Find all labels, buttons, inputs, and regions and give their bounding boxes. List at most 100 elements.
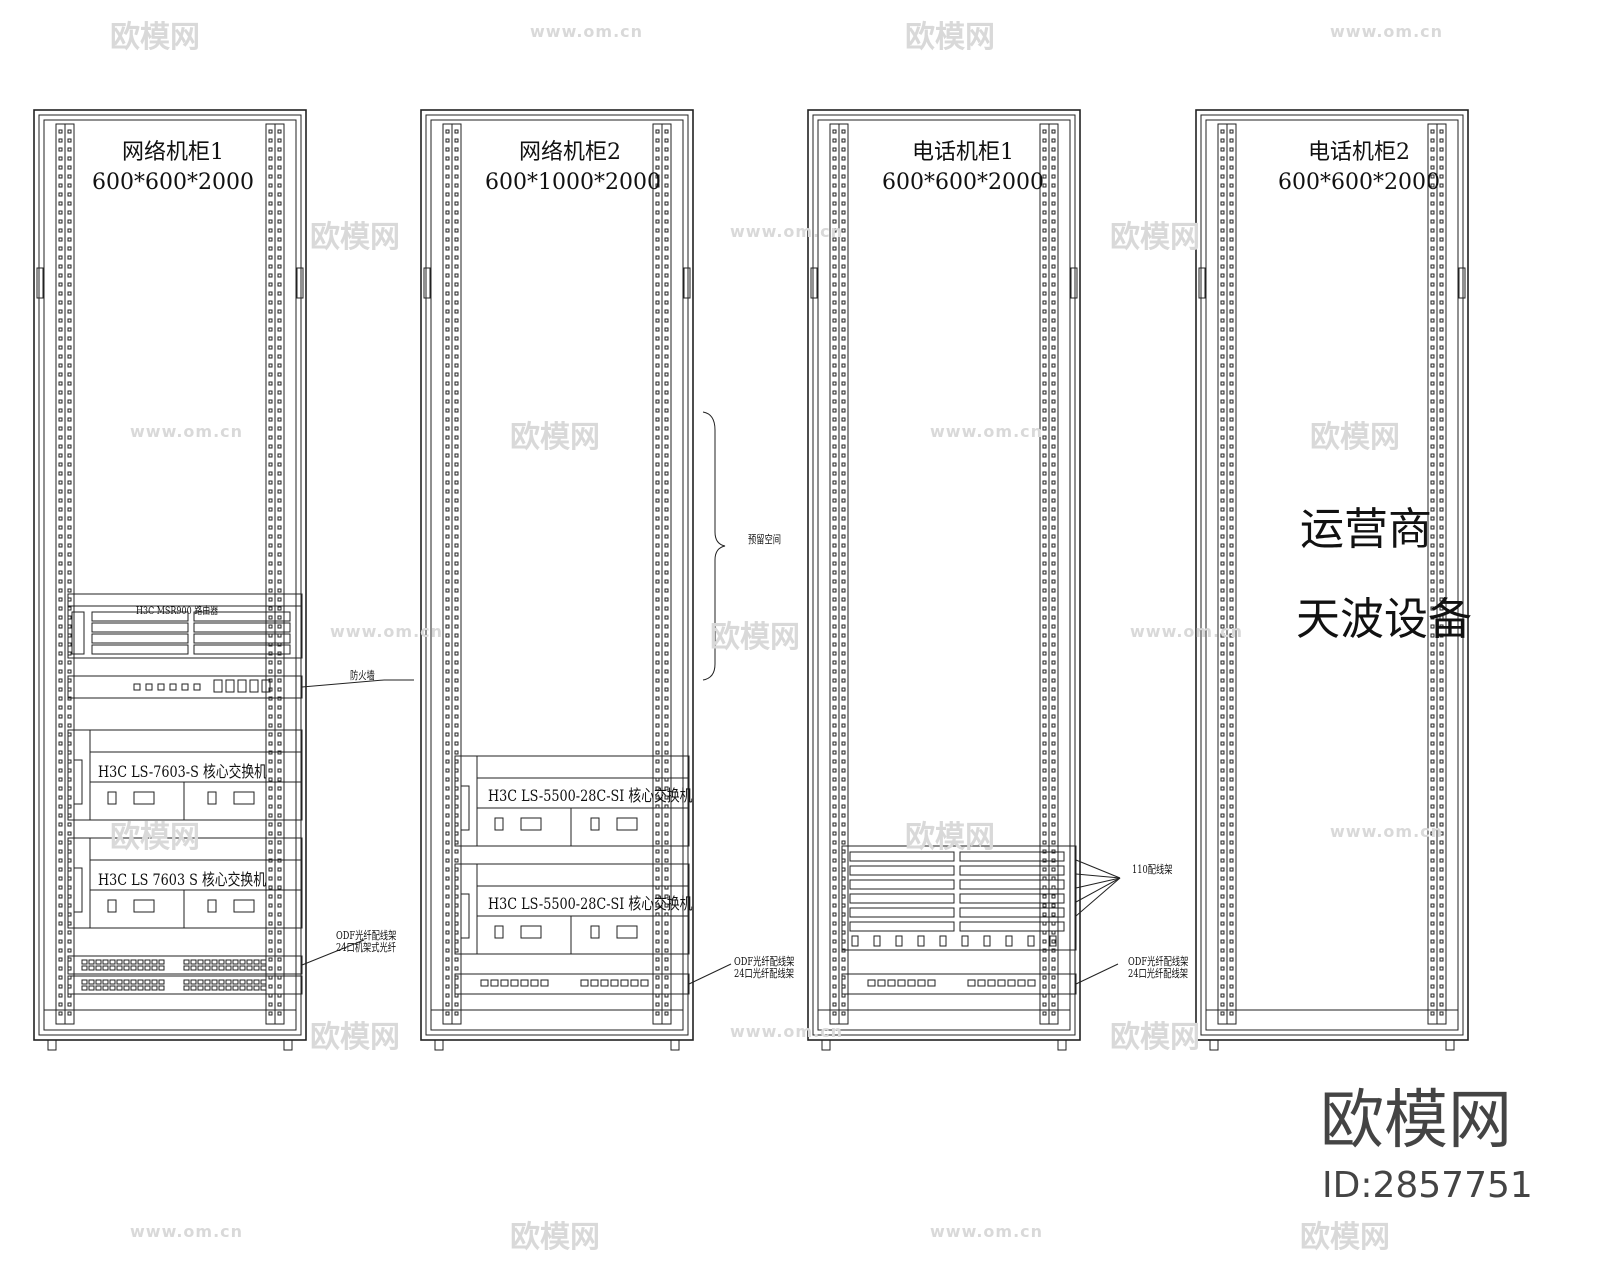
rail-hole [454,615,459,620]
rail-hole [664,345,669,350]
rail-hole [1229,921,1234,926]
watermark-logo: 欧模网 [110,20,200,55]
rail-hole [832,732,837,737]
rail-hole [445,552,450,557]
odf-port [490,979,499,987]
cabinet-4-label-line2: 天波设备 [1296,594,1472,645]
rail-hole [664,876,669,881]
rail-hole [664,606,669,611]
rail-hole [1229,1002,1234,1007]
rail-hole [1229,237,1234,242]
rail-hole [268,777,273,782]
rail-hole [445,777,450,782]
rail-hole [445,462,450,467]
rail-hole [268,804,273,809]
rail-hole [58,525,63,530]
rail-hole [58,435,63,440]
odf-port [530,979,539,987]
rail-hole [1220,426,1225,431]
odf-port [997,979,1006,987]
watermark-url: www.om.cn [530,22,644,41]
rail-hole [58,1011,63,1016]
rail-hole [841,201,846,206]
odf-port [867,979,876,987]
rail-hole [1220,993,1225,998]
rail-hole [67,354,72,359]
rail-hole [1051,219,1056,224]
odf-port [151,979,158,985]
rail-hole [1229,876,1234,881]
rail-hole [1439,444,1444,449]
rail-hole [655,768,660,773]
rail-hole [664,669,669,674]
rail-hole [445,723,450,728]
rail-hole [1229,570,1234,575]
odf-port [151,985,158,991]
rail-hole [1220,561,1225,566]
switch-side-panel [67,729,91,821]
rail-hole [832,183,837,188]
rail-hole [841,327,846,332]
odf-port [610,979,619,987]
rail-hole [277,183,282,188]
rail-hole [277,156,282,161]
rail-hole [1439,687,1444,692]
rail-hole [655,480,660,485]
rail-hole [277,435,282,440]
rail-hole [1439,795,1444,800]
rail-hole [832,975,837,980]
rail-hole [1220,336,1225,341]
callout-leader [301,679,385,688]
rail-hole [1430,885,1435,890]
rail-hole [655,921,660,926]
rail-hole [1042,291,1047,296]
rail-hole [67,579,72,584]
rail-hole [841,219,846,224]
rail-hole [277,606,282,611]
rail-hole [67,498,72,503]
rail-hole [1051,273,1056,278]
rail-hole [1430,300,1435,305]
rail-hole [268,759,273,764]
rail-hole [1051,516,1056,521]
rail-hole [58,948,63,953]
rail-hole [67,435,72,440]
rail-hole [268,138,273,143]
rail-hole [1439,390,1444,395]
rail-hole [454,660,459,665]
rail-hole [277,345,282,350]
idc-terminal [961,935,969,947]
rail-hole [1042,894,1047,899]
rail-hole [1051,453,1056,458]
rail-hole [1051,498,1056,503]
rail-hole [1042,597,1047,602]
rail-hole [1051,255,1056,260]
rail-hole [445,291,450,296]
rail-hole [655,696,660,701]
rail-hole [655,705,660,710]
rail-hole [1220,192,1225,197]
rail-hole [655,192,660,197]
rail-hole [277,759,282,764]
rail-hole [67,156,72,161]
rail-hole [1430,345,1435,350]
rail-hole [277,849,282,854]
rail-hole [1220,642,1225,647]
idc-terminal [873,935,881,947]
rail-hole [445,705,450,710]
rail-hole [664,768,669,773]
rail-hole [832,849,837,854]
rail-hole [841,534,846,539]
core-switch-1b-label: H3C LS 7603 S 核心交换机 [98,870,266,889]
rail-hole [268,489,273,494]
rail-hole [1439,939,1444,944]
rail-hole [1430,318,1435,323]
rail-hole [1042,768,1047,773]
rail-hole [454,633,459,638]
rail-hole [664,948,669,953]
rail-hole [655,156,660,161]
rail-hole [58,255,63,260]
rail-hole [832,759,837,764]
rail-hole [832,147,837,152]
rail-hole [1051,678,1056,683]
